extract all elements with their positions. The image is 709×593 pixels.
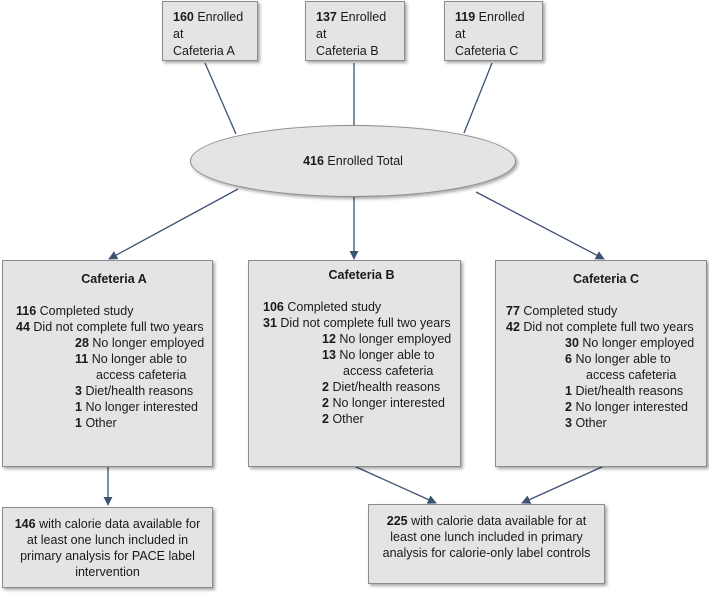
not-completed-row: 44 Did not complete full two years [16,320,204,334]
cafeteria-b-box: Cafeteria B 106 Completed study 31 Did n… [248,260,461,467]
enrolled-total-ellipse: 416 Enrolled Total [190,125,516,197]
reason-row: 1 Diet/health reasons [565,384,684,398]
enrolled-cafeteria-b-box: 137 Enrolled at Cafeteria B [305,1,405,61]
reason-row: 3 Diet/health reasons [75,384,194,398]
cafeteria-c-title: Cafeteria C [573,272,639,286]
completed-row: 116 Completed study [16,304,134,318]
cafeteria-a-box: Cafeteria A 116 Completed study 44 Did n… [2,260,213,467]
reason-row: 2 Diet/health reasons [322,380,441,394]
reason-row: 2 Other [322,412,364,426]
reason-row: 28 No longer employed [75,336,205,350]
cafeteria-b-title: Cafeteria B [328,268,395,282]
not-completed-row: 31 Did not complete full two years [263,316,451,330]
analysis-pace-box: 146 with calorie data available for at l… [2,507,213,588]
reason-continuation: access cafeteria [96,368,187,382]
enrolled-cafeteria-c-box: 119 Enrolled at Cafeteria C [444,1,543,61]
completed-row: 106 Completed study [263,300,382,314]
analysis-controls-box: 225 with calorie data available for at l… [368,504,605,584]
reason-row: 1 Other [75,416,117,430]
arrow-c-to-analysis [521,465,605,504]
reason-row: 6 No longer able to [565,352,671,366]
enrolled-cafeteria-a-box: 160 Enrolled at Cafeteria A [162,1,258,61]
reason-continuation: access cafeteria [586,368,677,382]
completed-row: 77 Completed study [506,304,618,318]
reason-row: 3 Other [565,416,607,430]
arrow-b-to-analysis [353,465,437,504]
cafeteria-c-box: Cafeteria C 77 Completed study 42 Did no… [495,260,707,467]
line-a-to-total [204,62,237,135]
line-c-to-total [463,62,493,134]
reason-row: 12 No longer employed [322,332,452,346]
reason-row: 2 No longer interested [322,396,446,410]
reason-row: 30 No longer employed [565,336,695,350]
reason-row: 2 No longer interested [565,400,689,414]
arrow-total-to-a [108,188,239,260]
reason-row: 11 No longer able to [75,352,187,366]
cafeteria-a-title: Cafeteria A [81,272,147,286]
reason-row: 13 No longer able to [322,348,435,362]
not-completed-row: 42 Did not complete full two years [506,320,694,334]
arrow-total-to-c [475,191,605,260]
reason-continuation: access cafeteria [343,364,434,378]
reason-row: 1 No longer interested [75,400,199,414]
